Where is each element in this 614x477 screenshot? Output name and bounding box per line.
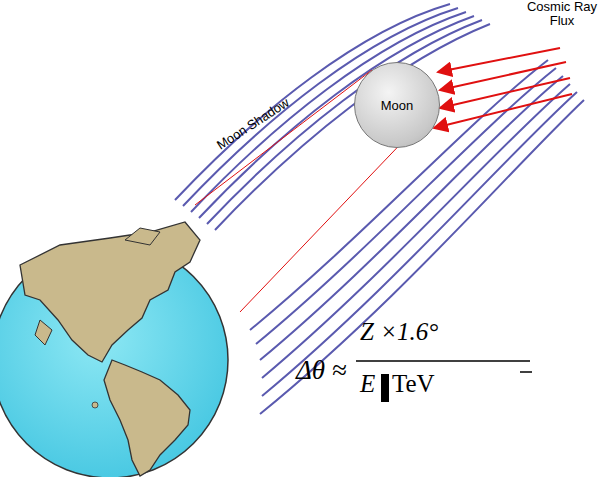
cosmic-ray-arrows	[434, 48, 572, 128]
fraction-bar	[356, 360, 530, 362]
node-label: Moon	[381, 98, 414, 113]
underline-mark	[520, 371, 532, 373]
formula-text: Δθ ≈	[296, 355, 347, 386]
caption-label: Cosmic Ray Flux	[524, 0, 600, 28]
field-lines	[250, 60, 584, 414]
field-lines	[175, 4, 490, 230]
earth	[0, 222, 228, 477]
caption-label: Moon Shadow	[214, 95, 292, 153]
formula-text: TeV	[392, 370, 435, 398]
bracket-mark	[381, 374, 389, 402]
formula-text: E	[360, 370, 375, 398]
formula-text: Z ×1.6°	[360, 318, 438, 346]
moon-circle: Moon	[354, 62, 440, 148]
